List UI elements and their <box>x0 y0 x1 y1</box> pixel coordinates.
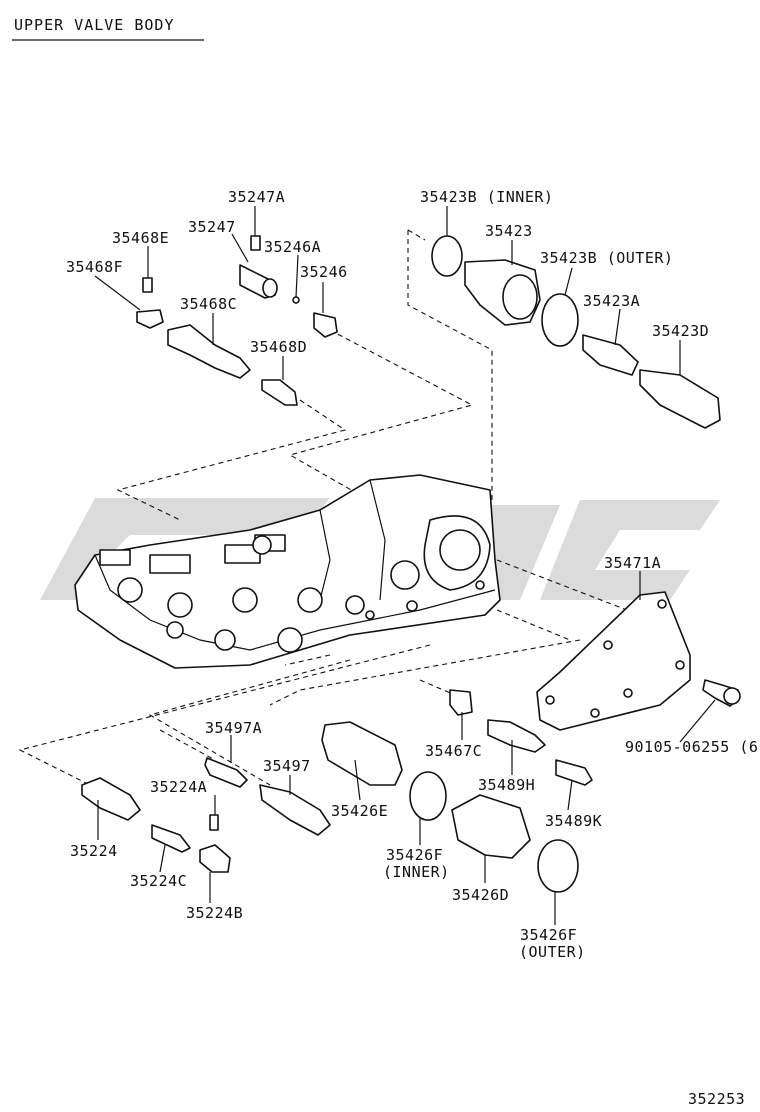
label-35423B-outer: 35423B (OUTER) <box>540 249 673 267</box>
label-35246: 35246 <box>300 263 348 281</box>
label-35426F-outer-note: (OUTER) <box>519 943 586 961</box>
parts-top-left <box>136 235 338 406</box>
label-35426E: 35426E <box>331 802 388 820</box>
label-35423D: 35423D <box>652 322 709 340</box>
label-90105-06255: 90105-06255 (6) <box>625 738 760 756</box>
label-35468D: 35468D <box>250 338 307 356</box>
label-35247: 35247 <box>188 218 236 236</box>
label-35423B-inner: 35423B (INNER) <box>420 188 553 206</box>
label-35246A: 35246A <box>264 238 321 256</box>
label-35497: 35497 <box>263 757 311 775</box>
label-35467C: 35467C <box>425 742 482 760</box>
label-35426D: 35426D <box>452 886 509 904</box>
label-35426F-inner: 35426F <box>386 846 443 864</box>
leader-lines <box>94 206 716 925</box>
label-35471A: 35471A <box>604 554 661 572</box>
parts-bottom-left <box>81 757 331 873</box>
bolt <box>702 679 741 707</box>
label-35224C: 35224C <box>130 872 187 890</box>
diagram-title: UPPER VALVE BODY <box>14 16 175 34</box>
figure-code: 352253 <box>688 1090 745 1108</box>
label-35224B: 35224B <box>186 904 243 922</box>
label-35423: 35423 <box>485 222 533 240</box>
label-35423A: 35423A <box>583 292 640 310</box>
parts-bottom-center <box>321 689 593 893</box>
label-35224: 35224 <box>70 842 118 860</box>
label-35468F: 35468F <box>66 258 123 276</box>
label-35468E: 35468E <box>112 229 169 247</box>
label-35468C: 35468C <box>180 295 237 313</box>
label-35426F-outer: 35426F <box>520 926 577 944</box>
gasket-plate <box>536 591 691 731</box>
label-35247A: 35247A <box>228 188 285 206</box>
parts-top-right <box>431 235 721 429</box>
assembly-dash-lines <box>18 229 641 791</box>
label-35489K: 35489K <box>545 812 602 830</box>
part-labels: 35247A 35247 35246A 35246 35468E 35468F … <box>66 188 760 961</box>
label-35489H: 35489H <box>478 776 535 794</box>
label-35224A: 35224A <box>150 778 207 796</box>
label-35426F-inner-note: (INNER) <box>383 863 450 881</box>
upper-valve-body <box>74 474 501 669</box>
label-35497A: 35497A <box>205 719 262 737</box>
